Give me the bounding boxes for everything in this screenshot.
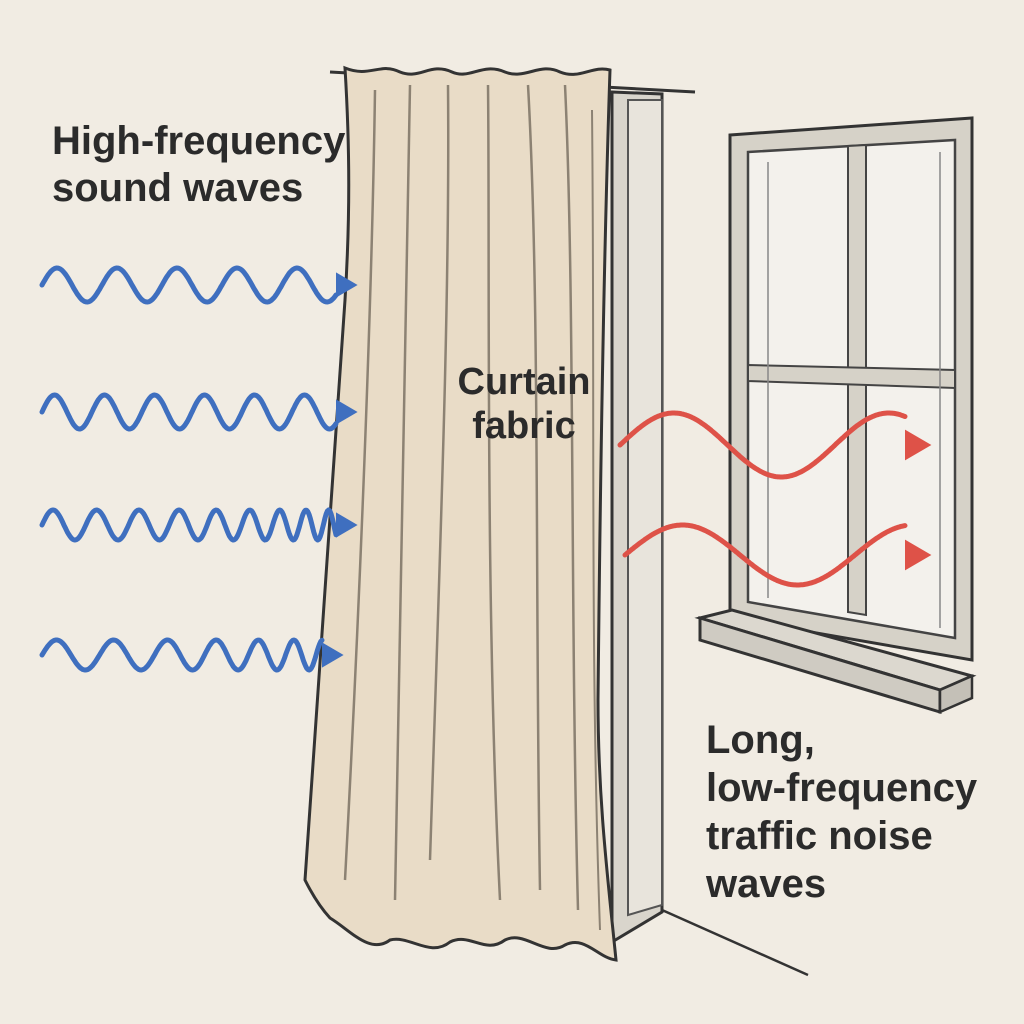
wall-frame: [610, 90, 809, 977]
high-wave-4: [39, 637, 344, 673]
high-wave-1: [39, 265, 358, 305]
arrowhead-icon: [336, 399, 358, 425]
low-wave-2: [622, 522, 932, 588]
low-frequency-label-line-1: Long,: [706, 718, 815, 762]
curtain-label-line-1: Curtain: [457, 361, 591, 403]
curtain-label-line-2: fabric: [472, 405, 576, 448]
high-frequency-label-line-2: sound waves: [52, 165, 304, 210]
high-frequency-label: High-frequency sound waves: [52, 118, 345, 212]
arrowhead-icon: [905, 539, 932, 571]
low-frequency-label-line-4: waves: [706, 862, 827, 906]
curtain: [303, 65, 618, 962]
low-frequency-waves: [617, 410, 932, 588]
low-frequency-label-line-3: traffic noise: [706, 814, 933, 858]
window: [694, 116, 977, 715]
curtain-fabric-label: Curtain fabric: [444, 360, 604, 449]
arrowhead-icon: [322, 642, 344, 668]
low-frequency-label: Long, low-frequency traffic noise waves: [706, 716, 977, 908]
high-frequency-label-line-1: High-frequency: [52, 119, 346, 163]
low-wave-1: [617, 410, 932, 480]
arrowhead-icon: [336, 272, 358, 298]
high-wave-2: [39, 392, 358, 432]
low-frequency-label-line-2: low-frequency: [706, 766, 978, 810]
arrowhead-icon: [336, 512, 358, 538]
high-wave-3: [39, 507, 358, 543]
high-frequency-waves: [39, 265, 358, 673]
arrowhead-icon: [905, 429, 932, 461]
